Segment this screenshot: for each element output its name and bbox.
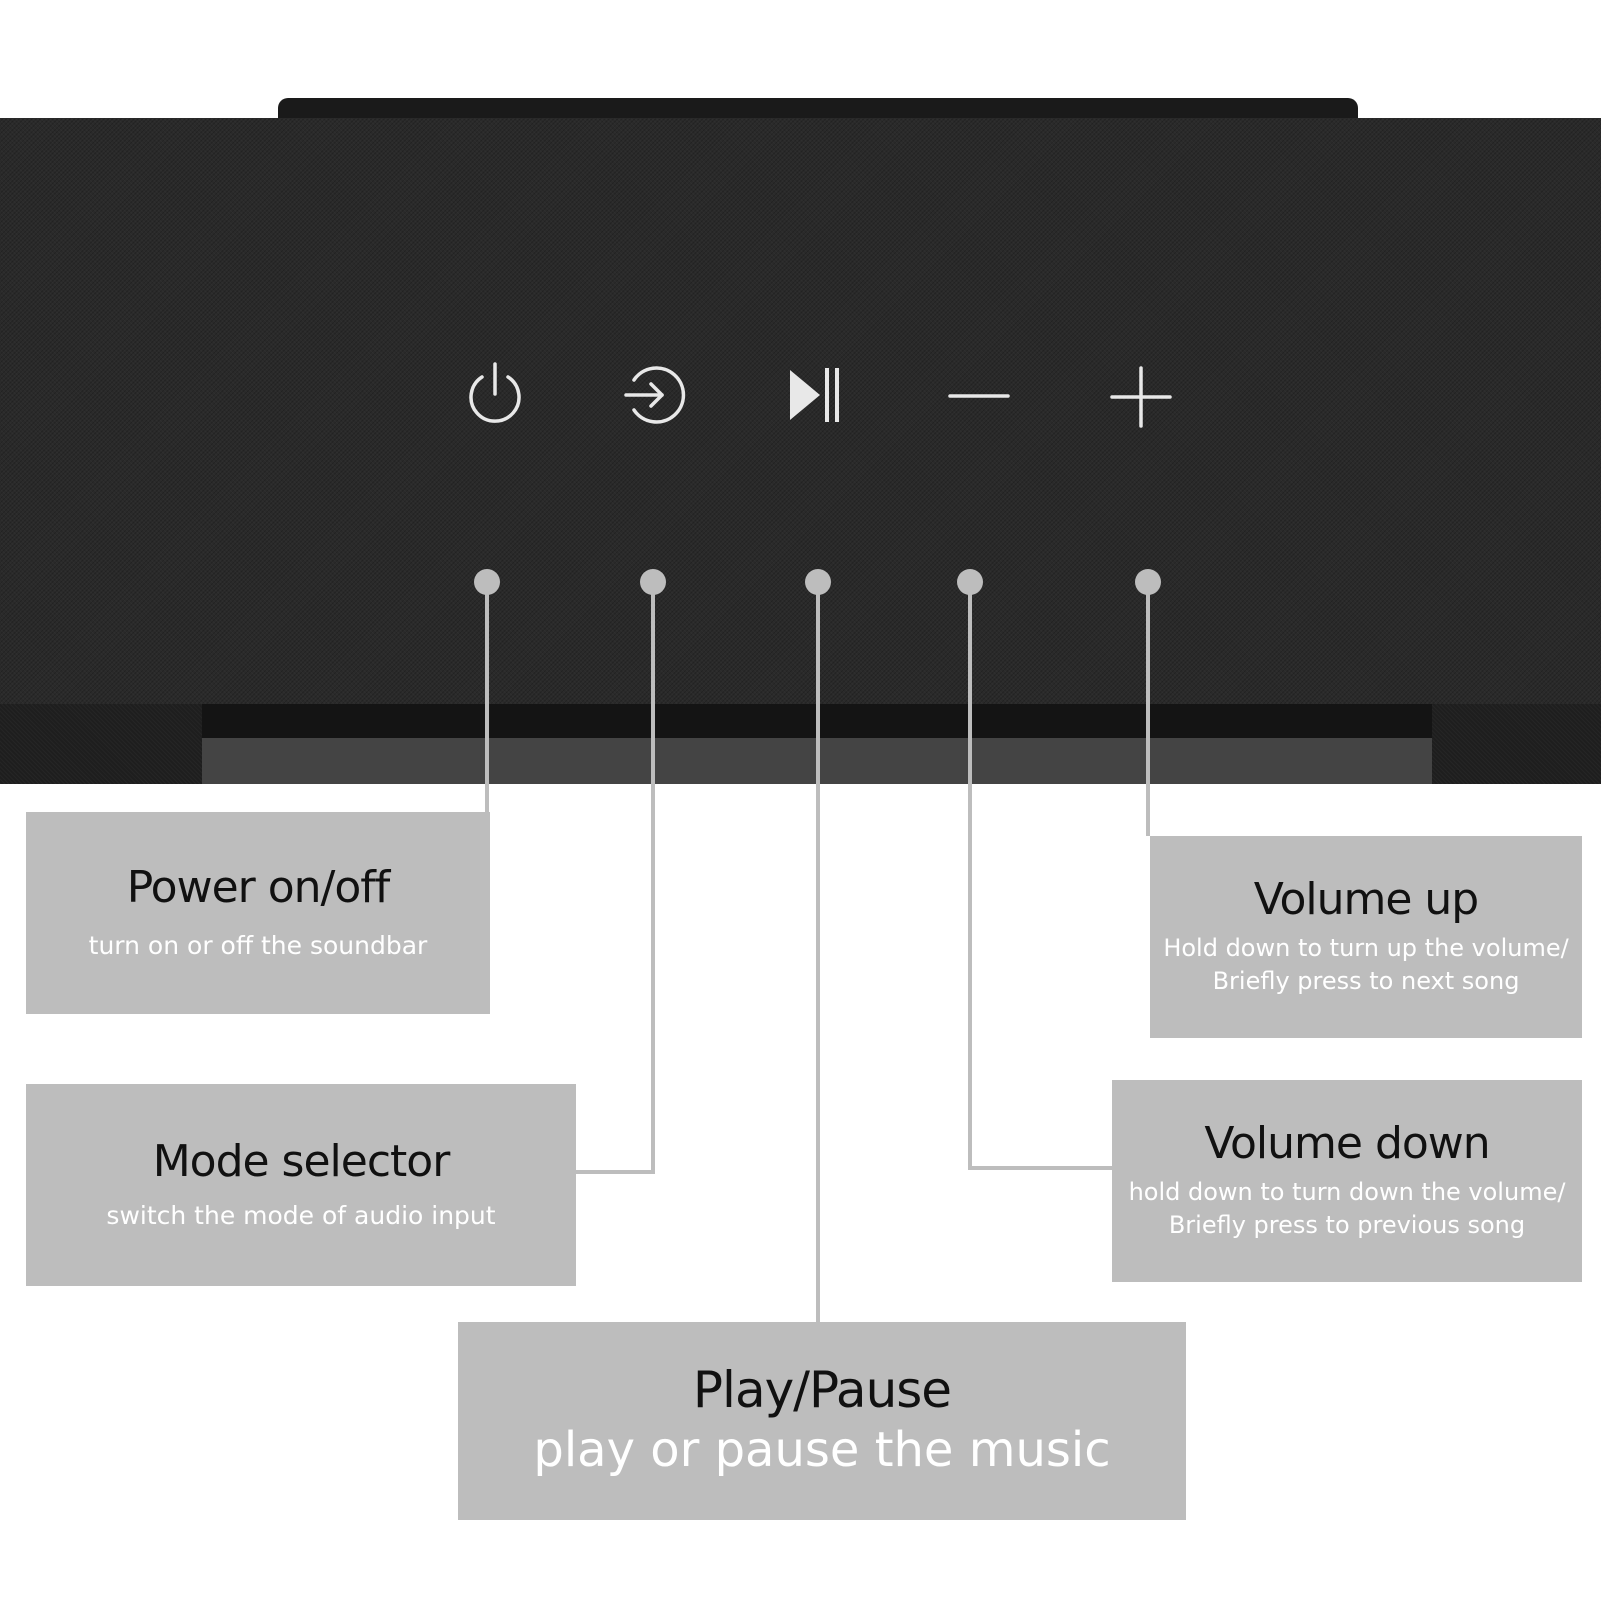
- power-leader-dot: [474, 569, 500, 595]
- volume-up-callout-description-line2: Briefly press to next song: [1212, 967, 1520, 996]
- minus-icon[interactable]: [944, 360, 1014, 430]
- volume-up-callout: Volume up Hold down to turn up the volum…: [1150, 836, 1582, 1038]
- mode-leader-dot: [640, 569, 666, 595]
- mode-callout-title: Mode selector: [152, 1136, 451, 1188]
- volume-up-callout-title: Volume up: [1253, 874, 1479, 926]
- volume-up-leader-dot: [1135, 569, 1161, 595]
- power-callout: Power on/off turn on or off the soundbar: [26, 812, 490, 1014]
- soundbar-body: [0, 118, 1601, 706]
- volume-down-callout-title: Volume down: [1204, 1118, 1490, 1170]
- play-leader-dot: [805, 569, 831, 595]
- input-source-icon[interactable]: [620, 360, 690, 430]
- volume-down-callout-description-line2: Briefly press to previous song: [1168, 1211, 1526, 1240]
- volume-up-callout-description-line1: Hold down to turn up the volume/: [1163, 933, 1569, 962]
- mode-leader-line: [576, 582, 655, 1174]
- volume-down-callout: Volume down hold down to turn down the v…: [1112, 1080, 1582, 1282]
- plus-icon[interactable]: [1106, 360, 1176, 430]
- volume-down-leader-line: [968, 582, 1112, 1170]
- play-callout-description: play or pause the music: [533, 1421, 1111, 1478]
- play-callout-title: Play/Pause: [692, 1361, 952, 1420]
- play-callout: Play/Pause play or pause the music: [458, 1322, 1186, 1520]
- power-icon[interactable]: [460, 360, 530, 430]
- volume-down-callout-description-line1: hold down to turn down the volume/: [1128, 1177, 1566, 1206]
- mode-callout: Mode selector switch the mode of audio i…: [26, 1084, 576, 1286]
- mode-callout-description: switch the mode of audio input: [106, 1200, 496, 1230]
- power-callout-title: Power on/off: [126, 862, 391, 914]
- volume-down-leader-dot: [957, 569, 983, 595]
- play-pause-icon[interactable]: [778, 360, 848, 430]
- power-callout-description: turn on or off the soundbar: [88, 930, 428, 960]
